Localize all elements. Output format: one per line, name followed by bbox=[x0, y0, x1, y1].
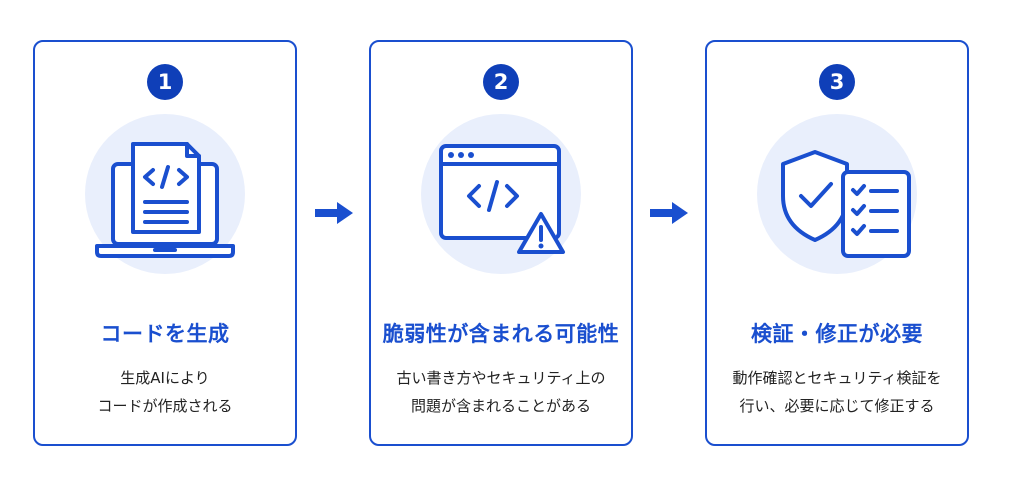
shield-checklist-icon bbox=[781, 150, 911, 258]
step-title: 脆弱性が含まれる可能性 bbox=[382, 322, 620, 346]
step-description-line: 行い、必要に応じて修正する bbox=[739, 397, 935, 415]
step-card-1: 1 コードを生成 生成AIにより コードが作成される bbox=[33, 40, 297, 446]
step-description: 動作確認とセキュリティ検証を 行い、必要に応じて修正する bbox=[707, 364, 967, 420]
step-description-line: コードが作成される bbox=[97, 397, 233, 415]
step-description-line: 問題が含まれることがある bbox=[410, 397, 591, 415]
step-number-badge: 2 bbox=[483, 64, 519, 100]
step-description: 生成AIにより コードが作成される bbox=[35, 364, 295, 420]
step-description-line: 古い書き方やセキュリティ上の bbox=[396, 369, 606, 387]
step-card-2: 2 脆弱性が含まれる可能性 古い書き方やセキュリティ上の 問題が含まれることがあ… bbox=[369, 40, 633, 446]
step-title: 検証・修正が必要 bbox=[751, 322, 923, 346]
step-number-badge: 3 bbox=[819, 64, 855, 100]
step-number-badge: 1 bbox=[147, 64, 183, 100]
step-description: 古い書き方やセキュリティ上の 問題が含まれることがある bbox=[371, 364, 631, 420]
step-description-line: 生成AIにより bbox=[120, 369, 210, 387]
step-description-line: 動作確認とセキュリティ検証を bbox=[732, 369, 942, 387]
step-card-3: 3 検証・修正が必要 動作確認とセキュリティ検証を 行い、必要に応じて修正する bbox=[705, 40, 969, 446]
step-title: コードを生成 bbox=[100, 322, 230, 346]
browser-code-warning-icon bbox=[439, 144, 565, 254]
laptop-code-document-icon bbox=[95, 142, 235, 258]
arrow-right-icon bbox=[315, 202, 353, 224]
arrow-right-icon bbox=[650, 202, 688, 224]
